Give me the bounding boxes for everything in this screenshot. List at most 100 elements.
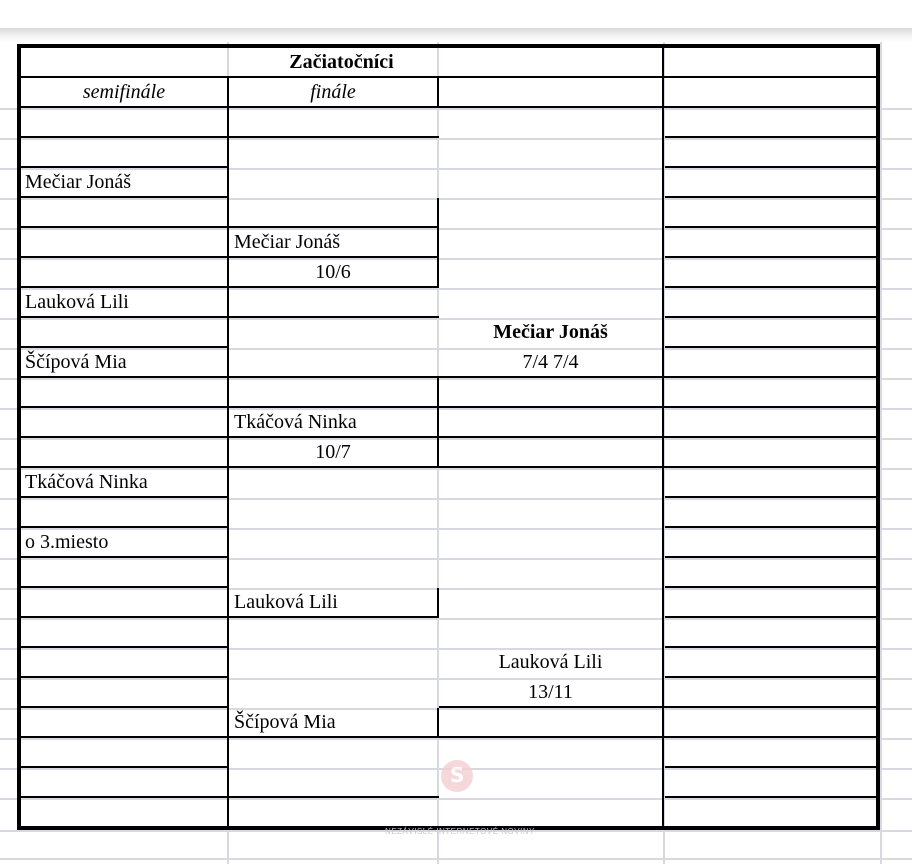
cell-border — [229, 736, 439, 738]
grid-row-line — [0, 648, 912, 650]
semifinal-player: Lauková Lili — [25, 291, 129, 313]
cell-border — [665, 286, 879, 288]
cell-border — [19, 586, 229, 588]
grid-row-line — [0, 588, 912, 590]
cell-border — [19, 316, 229, 318]
column-divider — [662, 46, 664, 828]
cell-border — [665, 466, 879, 468]
grid-col-line — [880, 42, 882, 864]
cell-border — [19, 436, 229, 438]
cell-border — [229, 316, 439, 318]
cell-border — [665, 736, 879, 738]
third-place-player: Ščípová Mia — [234, 711, 336, 733]
grid-row-line — [0, 858, 912, 860]
cell-border — [665, 136, 879, 138]
cell-border — [19, 286, 229, 288]
cell-border — [229, 136, 439, 138]
cell-border — [19, 646, 229, 648]
grid-row-line — [0, 798, 912, 800]
grid-row-line — [0, 108, 912, 110]
grid-row-line — [0, 498, 912, 500]
third-place-label: o 3.miesto — [25, 531, 109, 553]
semifinal-player: Tkáčová Ninka — [25, 471, 148, 493]
match-score: 10/6 — [315, 261, 351, 283]
cell-border — [665, 436, 879, 438]
cell-border — [19, 706, 229, 708]
watermark-text: NEZÁVISLÉ INTERNETOVÉ NOVINY — [385, 827, 535, 836]
cell-border — [665, 586, 879, 588]
cell-border — [665, 196, 879, 198]
grid-row-line — [0, 738, 912, 740]
grid-row-line — [0, 228, 912, 230]
match-score: 10/7 — [315, 441, 351, 463]
cell-border — [665, 526, 879, 528]
final-player: Mečiar Jonáš — [234, 231, 341, 253]
cell-border — [19, 676, 229, 678]
cell-border — [439, 376, 665, 378]
header-separator — [19, 106, 879, 108]
cell-border — [229, 616, 439, 618]
cell-border — [439, 406, 665, 408]
third-place-winner: Lauková Lili — [498, 651, 603, 673]
watermark-logo-icon: S — [441, 760, 473, 792]
cell-border — [19, 406, 229, 408]
cell-border — [229, 436, 439, 438]
bracket-connector — [437, 708, 439, 738]
top-bar — [0, 0, 912, 28]
grid-row-line — [0, 468, 912, 470]
cell-border — [665, 616, 879, 618]
cell-border — [665, 166, 879, 168]
cell-border — [665, 646, 879, 648]
grid-row-line — [0, 318, 912, 320]
grid-row-line — [0, 528, 912, 530]
cell-border — [229, 406, 439, 408]
bracket-connector — [437, 588, 439, 618]
grid-row-line — [0, 708, 912, 710]
top-shadow — [0, 28, 912, 42]
cell-border — [19, 376, 229, 378]
cell-border — [19, 736, 229, 738]
grid-row-line — [0, 408, 912, 410]
cell-border — [665, 556, 879, 558]
grid-row-line — [0, 438, 912, 440]
cell-border — [665, 766, 879, 768]
bracket-connector — [437, 198, 439, 288]
cell-border — [665, 496, 879, 498]
cell-border — [19, 196, 229, 198]
grid-row-line — [0, 168, 912, 170]
grid-row-line — [0, 558, 912, 560]
cell-border — [19, 226, 229, 228]
third-place-player: Lauková Lili — [234, 591, 338, 613]
cell-border — [19, 466, 229, 468]
cell-border — [229, 256, 439, 258]
final-player: Tkáčová Ninka — [234, 411, 357, 433]
bracket-title: Začiatočníci — [289, 51, 394, 73]
semifinal-player: Mečiar Jonáš — [25, 171, 132, 193]
cell-border — [229, 796, 439, 798]
cell-border — [19, 616, 229, 618]
cell-border — [439, 466, 665, 468]
grid-row-line — [0, 378, 912, 380]
cell-border — [665, 376, 879, 378]
cell-border — [439, 706, 665, 708]
cell-border — [665, 406, 879, 408]
semifinal-player: Ščípová Mia — [25, 351, 127, 373]
cell-border — [229, 466, 439, 468]
grid-row-line — [0, 198, 912, 200]
cell-border — [229, 286, 439, 288]
final-score: 7/4 7/4 — [522, 351, 579, 373]
cell-border — [665, 346, 879, 348]
grid-row-line — [0, 258, 912, 260]
cell-border — [229, 376, 439, 378]
cell-border — [665, 226, 879, 228]
cell-border — [665, 706, 879, 708]
header-separator — [19, 76, 879, 78]
header-final: finále — [310, 81, 356, 103]
third-place-score: 13/11 — [528, 681, 573, 703]
cell-border — [19, 136, 229, 138]
grid-col-line — [663, 42, 665, 864]
grid-row-line — [0, 678, 912, 680]
bracket-connector — [437, 378, 439, 468]
spreadsheet-grid — [0, 42, 912, 864]
header-semifinal: semifinále — [82, 81, 166, 103]
